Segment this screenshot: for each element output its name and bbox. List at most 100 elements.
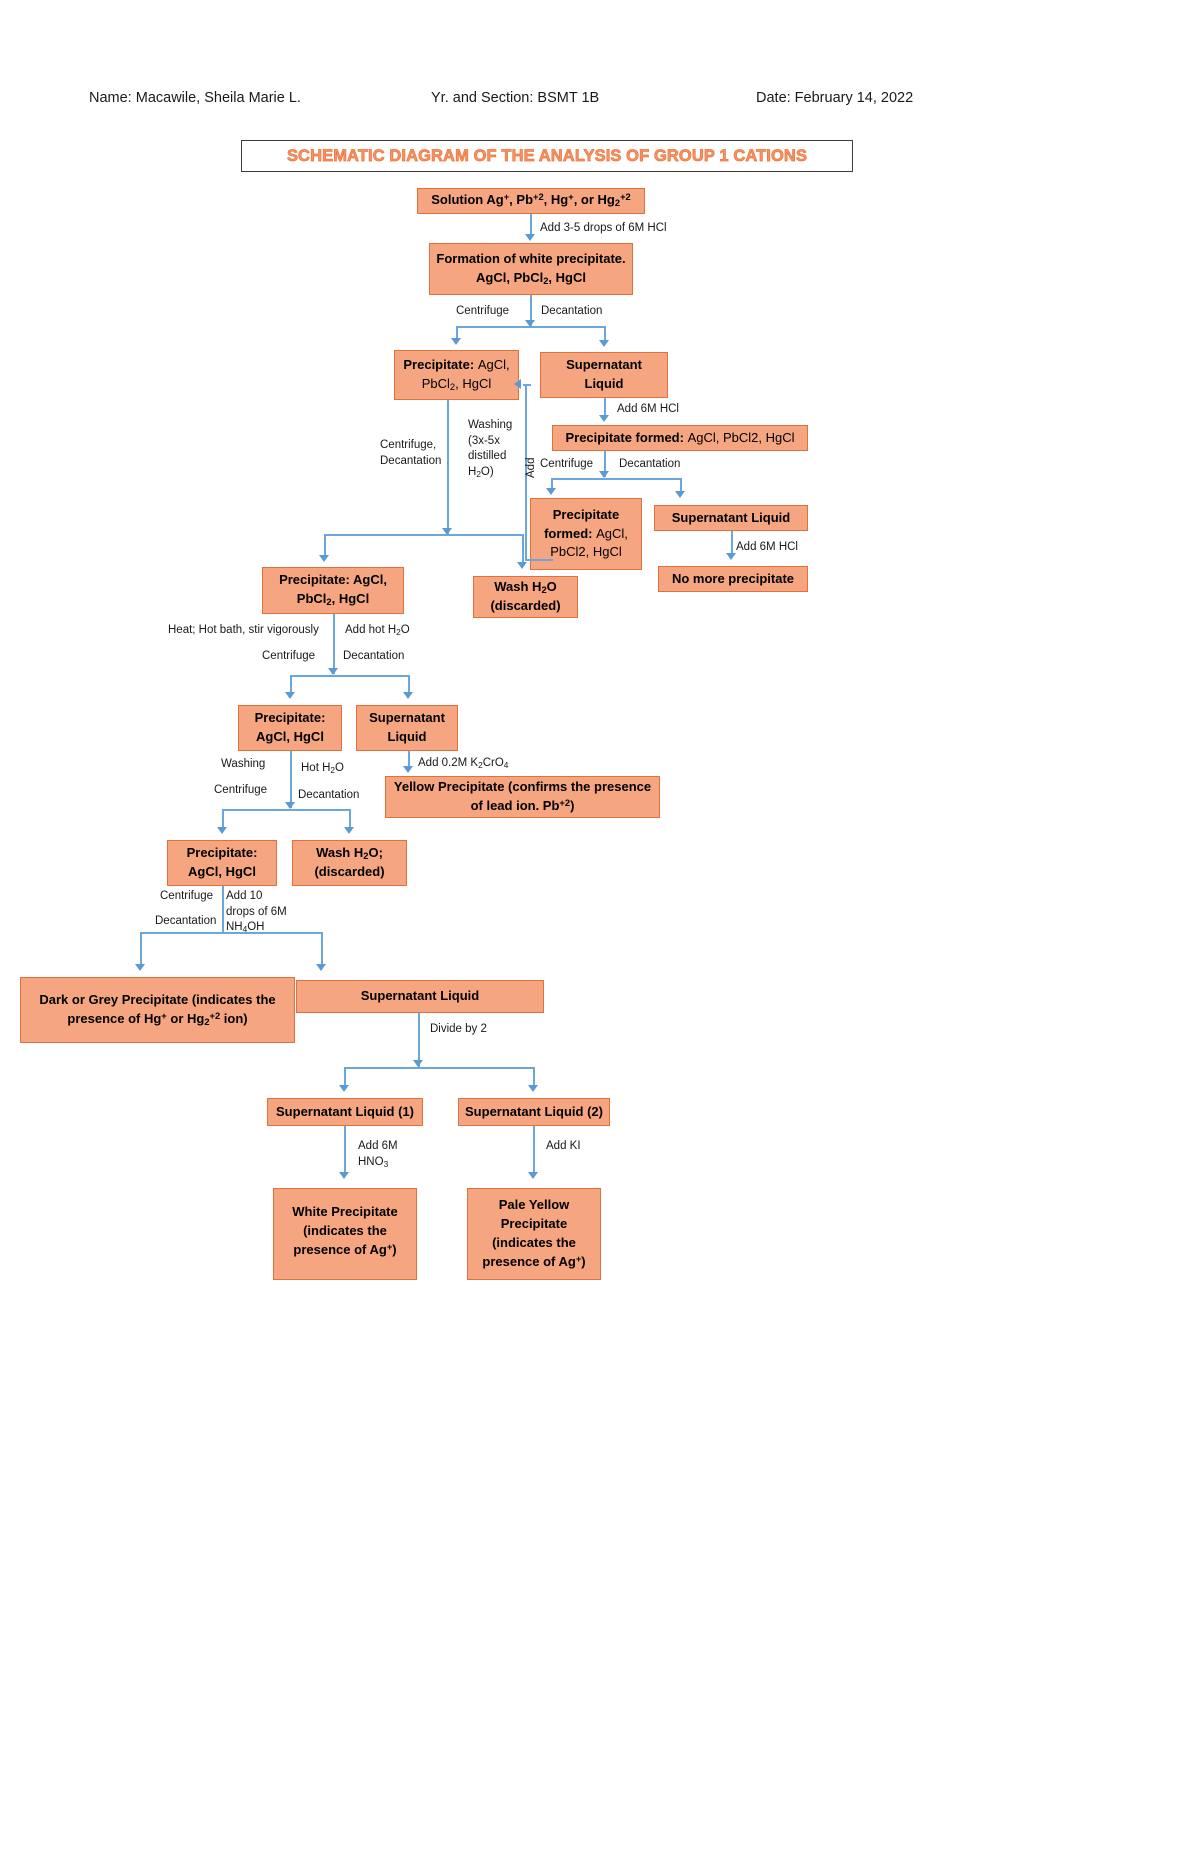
- label-add-6m-hno3-line2: HNO3: [358, 1155, 389, 1169]
- split-bar-6-left-drop: [140, 932, 142, 968]
- label-add-hot-h2o: Add hot H2O: [345, 624, 410, 637]
- label-decantation-5: Decantation: [155, 915, 217, 927]
- diagram-title-banner: SCHEMATIC DIAGRAM OF THE ANALYSIS OF GRO…: [241, 140, 853, 172]
- node-wash-h2o-discarded-2: Wash H2O; (discarded): [292, 840, 407, 886]
- split-bar-4: [290, 675, 409, 677]
- split-bar-2: [551, 478, 681, 480]
- arrowhead-split-3: [442, 528, 452, 535]
- node-wash-h2o-1-line1: Wash H2O: [494, 578, 557, 595]
- node-precipitate-label-2: PbCl2, HgCl: [421, 375, 492, 392]
- connector-add-feedback-top: [523, 384, 531, 386]
- node-yellow-precipitate-line2: of lead ion. Pb+2): [470, 798, 575, 813]
- arrowhead-to-wash-h2o-1: [517, 562, 527, 569]
- node-pale-yellow-precipitate: Pale Yellow Precipitate (indicates the p…: [467, 1188, 601, 1280]
- connector-solution-to-white-ppt: [530, 214, 532, 236]
- label-washing-line2: (3x-5x: [468, 434, 500, 447]
- split-bar-7-left-drop: [344, 1067, 346, 1087]
- label-add-6m-hno3-line1: Add 6M: [358, 1140, 398, 1152]
- connector-white-ppt-down: [530, 295, 532, 326]
- label-centrifuge-decantation-line1: Centrifuge,: [380, 439, 437, 451]
- node-precipitate-agcl-hgcl-2-line1: Precipitate:: [186, 845, 258, 861]
- label-washing-line1: Washing: [468, 419, 513, 431]
- label-add-6m-hno3: Add 6M HNO3: [358, 1139, 418, 1170]
- node-white-precipitate-final: White Precipitate (indicates the presenc…: [273, 1188, 417, 1280]
- split-bar-1-left-drop: [456, 326, 458, 342]
- arrowhead-split-7: [413, 1060, 423, 1067]
- label-divide-by-2: Divide by 2: [430, 1023, 487, 1035]
- label-decantation-2: Decantation: [619, 458, 681, 470]
- arrowhead-split-2: [599, 471, 609, 478]
- node-no-more-precipitate: No more precipitate: [658, 566, 808, 592]
- arrowhead-to-yellow-precipitate: [403, 766, 413, 773]
- node-dark-grey-precipitate: Dark or Grey Precipitate (indicates the …: [20, 977, 295, 1043]
- arrowhead-to-white-ppt: [525, 234, 535, 241]
- label-add-6m-hcl-1: Add 6M HCl: [617, 403, 679, 415]
- arrowhead-to-no-more-precipitate: [726, 553, 736, 560]
- node-precipitate-formed-stacked-line2: formed: AgCl,: [544, 525, 628, 541]
- arrowhead-to-supernatant-3: [316, 964, 326, 971]
- split-bar-5: [222, 809, 350, 811]
- arrowhead-white-ppt-split: [525, 320, 535, 327]
- arrowhead-to-supernatant-2: [403, 692, 413, 699]
- node-solution: Solution Ag+, Pb+2, Hg+, or Hg2+2: [417, 188, 645, 214]
- node-precipitate-agcl-hgcl-1: Precipitate: AgCl, HgCl: [238, 705, 342, 751]
- node-supernatant-liquid-right: Supernatant Liquid: [654, 505, 808, 531]
- arrowhead-to-precipitate-formed-stacked: [546, 488, 556, 495]
- node-supernatant-liquid-2: Supernatant Liquid: [356, 705, 458, 751]
- node-supernatant-liquid-1-line2: Liquid: [584, 376, 624, 391]
- year-and-section: Yr. and Section: BSMT 1B: [431, 90, 600, 106]
- node-precipitate-agcl-hgcl-2: Precipitate: AgCl, HgCl: [167, 840, 277, 886]
- label-add-rotated: Add: [525, 457, 537, 478]
- connector-supernatant1-down: [604, 398, 606, 419]
- node-supernatant-liquid-1-line1: Supernatant: [566, 357, 642, 373]
- connector-precipitate2-down: [333, 614, 335, 674]
- node-supernatant-liquid-2-line2: Liquid: [387, 729, 427, 744]
- node-precipitate-formed-wide-label: Precipitate formed: AgCl, PbCl2, HgCl: [565, 429, 795, 445]
- connector-add-feedback-vertical: [525, 385, 527, 560]
- label-decantation-3: Decantation: [343, 650, 405, 662]
- node-white-precipitate-line2: AgCl, PbCl2, HgCl: [476, 269, 586, 286]
- arrowhead-to-wash-h2o-2: [344, 827, 354, 834]
- split-bar-2-left-drop: [551, 478, 553, 492]
- node-white-precipitate-final-line1: White Precipitate: [292, 1204, 398, 1219]
- label-centrifuge-3: Centrifuge: [262, 650, 316, 662]
- node-white-precipitate-final-line2: (indicates the: [303, 1222, 387, 1238]
- node-wash-h2o-2-line2: (discarded): [314, 864, 385, 880]
- split-bar-3: [324, 534, 523, 536]
- node-dark-grey-line1: Dark or Grey Precipitate (indicates the: [39, 991, 276, 1007]
- label-heat-hot-bath: Heat; Hot bath, stir vigorously: [168, 624, 319, 636]
- split-bar-5-right-drop: [349, 809, 351, 829]
- node-precipitate-2-line1: Precipitate: AgCl,: [279, 572, 387, 588]
- arrowhead-to-precipitate-agcl-hgcl-1: [285, 692, 295, 699]
- student-name: Name: Macawile, Sheila Marie L.: [89, 90, 301, 106]
- node-dark-grey-line2: presence of Hg+ or Hg2+2 ion): [67, 1010, 248, 1027]
- connector-sl2-down: [533, 1126, 535, 1176]
- node-precipitate-formed-stacked-line3: PbCl2, HgCl: [550, 544, 622, 560]
- node-precipitate-agcl-hgcl-1-line2: AgCl, HgCl: [256, 729, 324, 744]
- node-precipitate-formed-stacked-line1: Precipitate: [552, 506, 620, 522]
- label-add-3-5-drops-hcl: Add 3-5 drops of 6M HCl: [540, 222, 667, 234]
- split-bar-3-right-drop: [522, 534, 524, 564]
- connector-supernatant3-down: [418, 1013, 420, 1067]
- node-supernatant-liquid-2-line1: Supernatant: [369, 710, 445, 726]
- connector-precipitate-agcl-hgcl2-down: [222, 886, 224, 932]
- node-precipitate-formed-wide: Precipitate formed: AgCl, PbCl2, HgCl: [552, 425, 808, 451]
- label-add-10-drops-line3: NH4OH: [226, 921, 265, 934]
- page-title: SCHEMATIC DIAGRAM OF THE ANALYSIS OF GRO…: [286, 146, 808, 165]
- arrowhead-to-white-precipitate-final: [339, 1172, 349, 1179]
- label-washing-line3: distilled: [468, 450, 507, 463]
- arrowhead-to-supernatant-right: [675, 491, 685, 498]
- node-precipitate-formed-stacked: Precipitate formed: AgCl, PbCl2, HgCl: [530, 498, 642, 570]
- arrowhead-to-precipitate-agcl-hgcl-2: [217, 827, 227, 834]
- connector-supernatant2-down: [408, 751, 410, 770]
- split-bar-4-left-drop: [290, 675, 292, 695]
- label-washing-distilled: Washing (3x-5x distilled H2O): [468, 418, 530, 480]
- label-centrifuge-4: Centrifuge: [214, 784, 268, 796]
- label-decantation-4: Decantation: [298, 789, 360, 801]
- node-precipitate-agcl-pbcl2-hgcl-2: Precipitate: AgCl, PbCl2, HgCl: [262, 567, 404, 614]
- connector-precipitate-agcl-hgcl-down: [290, 751, 292, 808]
- label-add-10-drops-nh4oh: Add 10 drops of 6M NH4OH: [226, 889, 292, 936]
- node-white-precipitate: Formation of white precipitate. AgCl, Pb…: [429, 243, 633, 295]
- arrowhead-to-pale-yellow-precipitate: [528, 1172, 538, 1179]
- arrowhead-to-precipitate-formed: [599, 415, 609, 422]
